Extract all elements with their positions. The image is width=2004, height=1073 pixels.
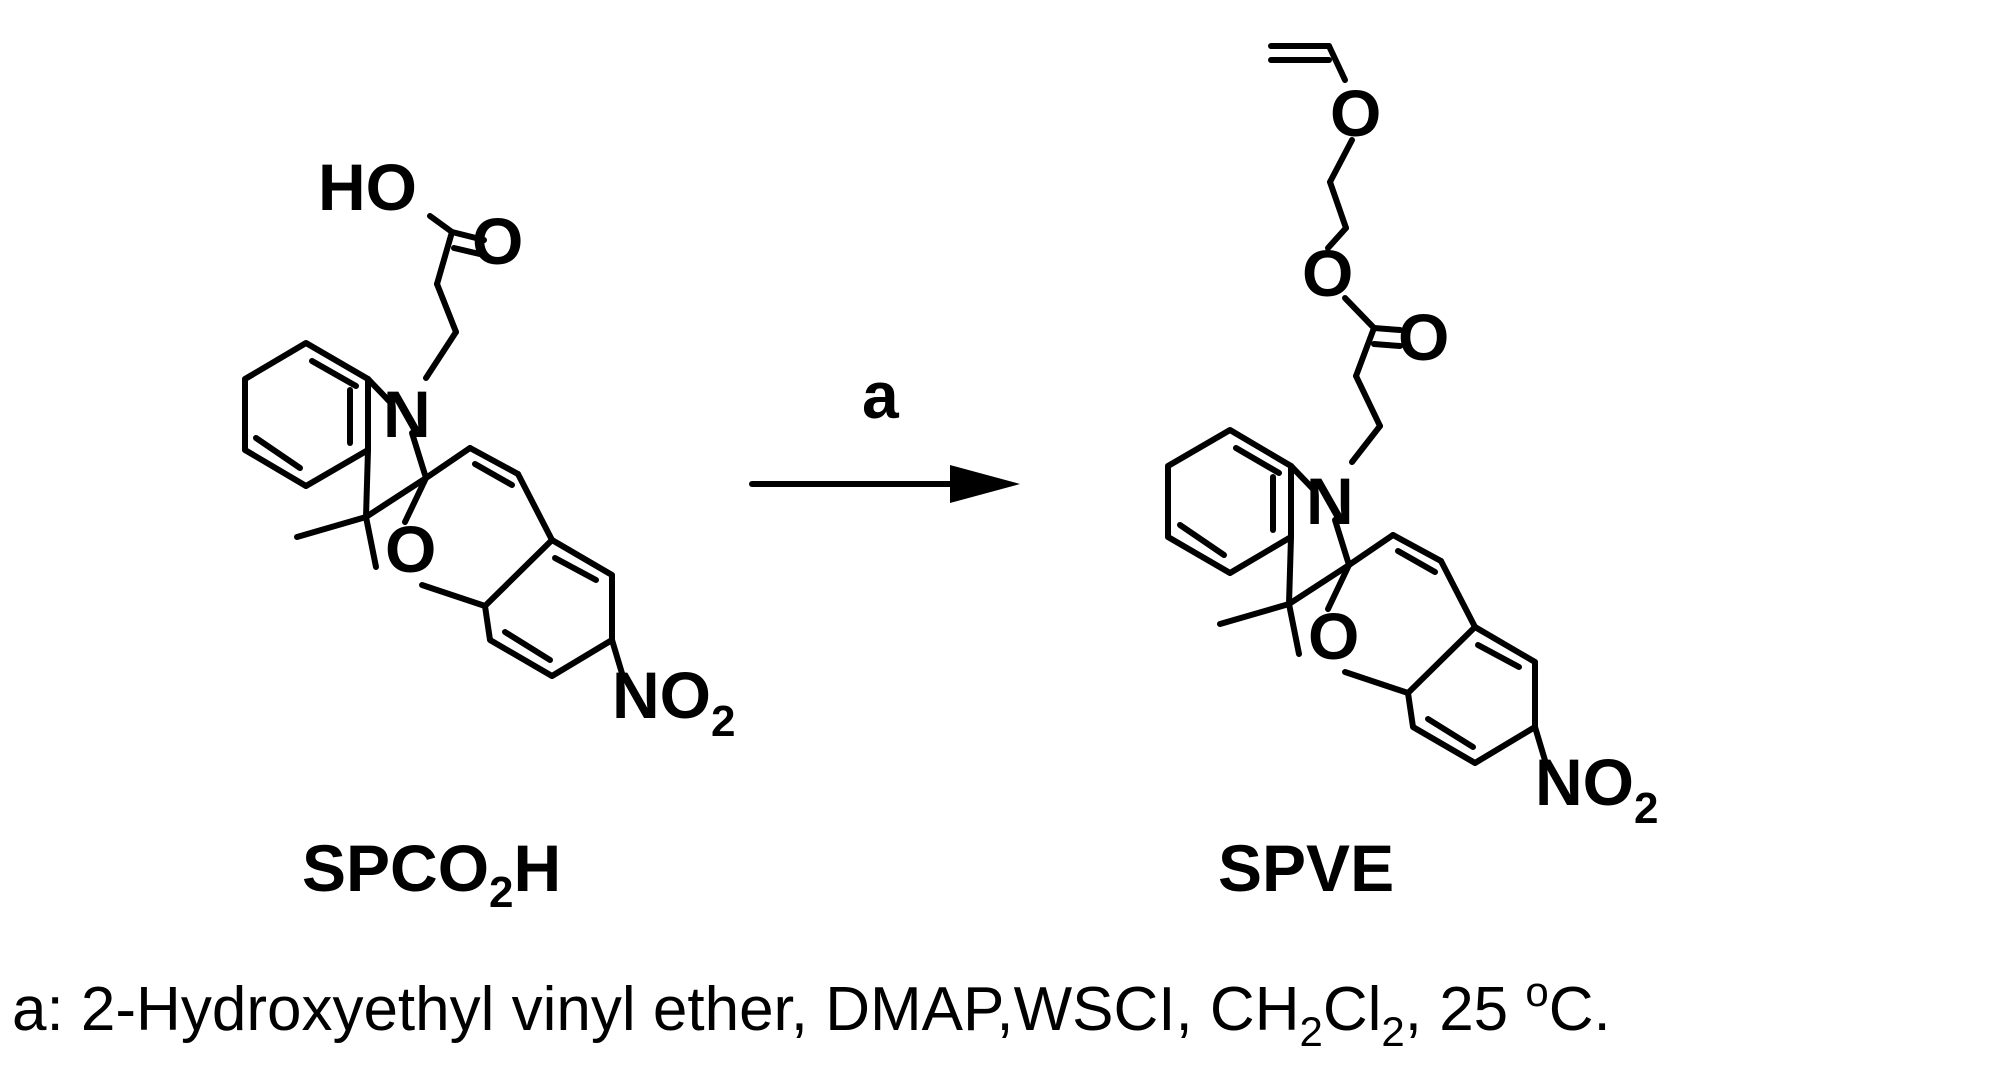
- product-pyrroline-ring: [1217, 463, 1352, 657]
- reactant-pyrroline-ring: [294, 376, 429, 570]
- reactant-ho-label: HO: [318, 150, 417, 224]
- product-carbonyl-o-label: O: [1398, 300, 1449, 374]
- product-pyran-ring: [1325, 532, 1478, 696]
- product-n-label: N: [1306, 464, 1354, 538]
- product-structure: O O O N O NO2: [1165, 43, 1658, 833]
- reactant-acid-chain: [423, 213, 487, 381]
- reactant-structure: HO O N O NO2: [242, 150, 735, 746]
- reactant-chromene-benzene: [482, 537, 627, 683]
- reactant-n-label: N: [383, 377, 431, 451]
- product-chromene-benzene: [1405, 624, 1550, 770]
- reaction-arrow: [749, 465, 1020, 503]
- product-vinyl-ether-chain: [1268, 43, 1403, 465]
- reagent-label: a: [862, 358, 900, 432]
- reactant-ring-o-label: O: [385, 512, 436, 586]
- product-ring-o-label: O: [1308, 599, 1359, 673]
- reactant-carbonyl-o-label: O: [472, 204, 523, 278]
- product-nitro-label: NO2: [1535, 745, 1658, 833]
- reactant-benzene-ring: [242, 340, 371, 489]
- product-name: SPVE: [1218, 831, 1394, 905]
- reactant-nitro-label: NO2: [612, 658, 735, 746]
- reaction-conditions: a: 2-Hydroxyethyl vinyl ether, DMAP,WSCI…: [12, 968, 1611, 1055]
- product-ester-o-label: O: [1302, 236, 1353, 310]
- reactant-pyran-ring: [402, 445, 555, 609]
- product-benzene-ring: [1165, 427, 1294, 576]
- reactant-name: SPCO2H: [302, 831, 561, 917]
- product-vinyl-o-label: O: [1330, 76, 1381, 150]
